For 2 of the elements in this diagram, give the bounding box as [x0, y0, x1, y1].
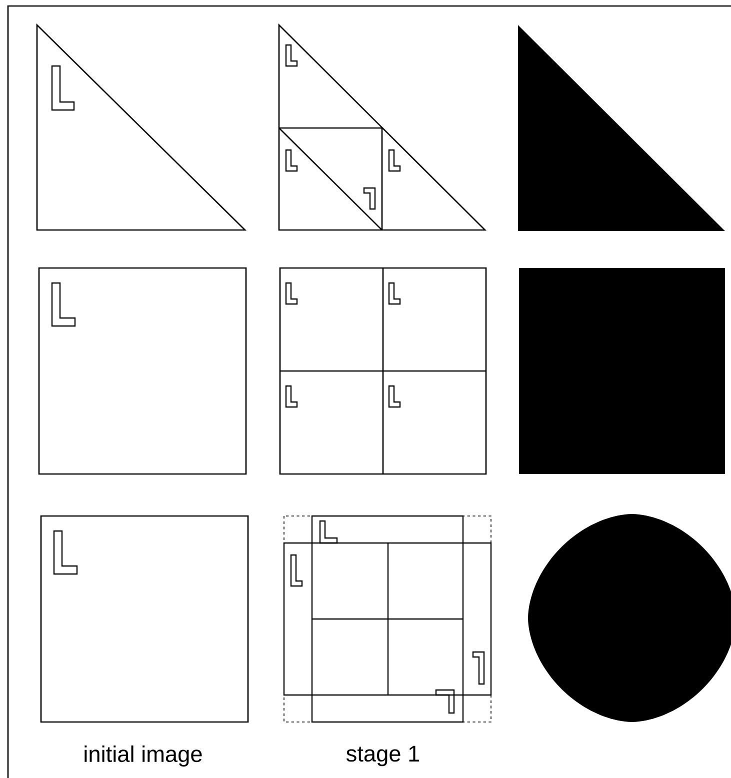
caption: initial image: [84, 745, 202, 767]
caption: stage 1: [346, 746, 420, 766]
